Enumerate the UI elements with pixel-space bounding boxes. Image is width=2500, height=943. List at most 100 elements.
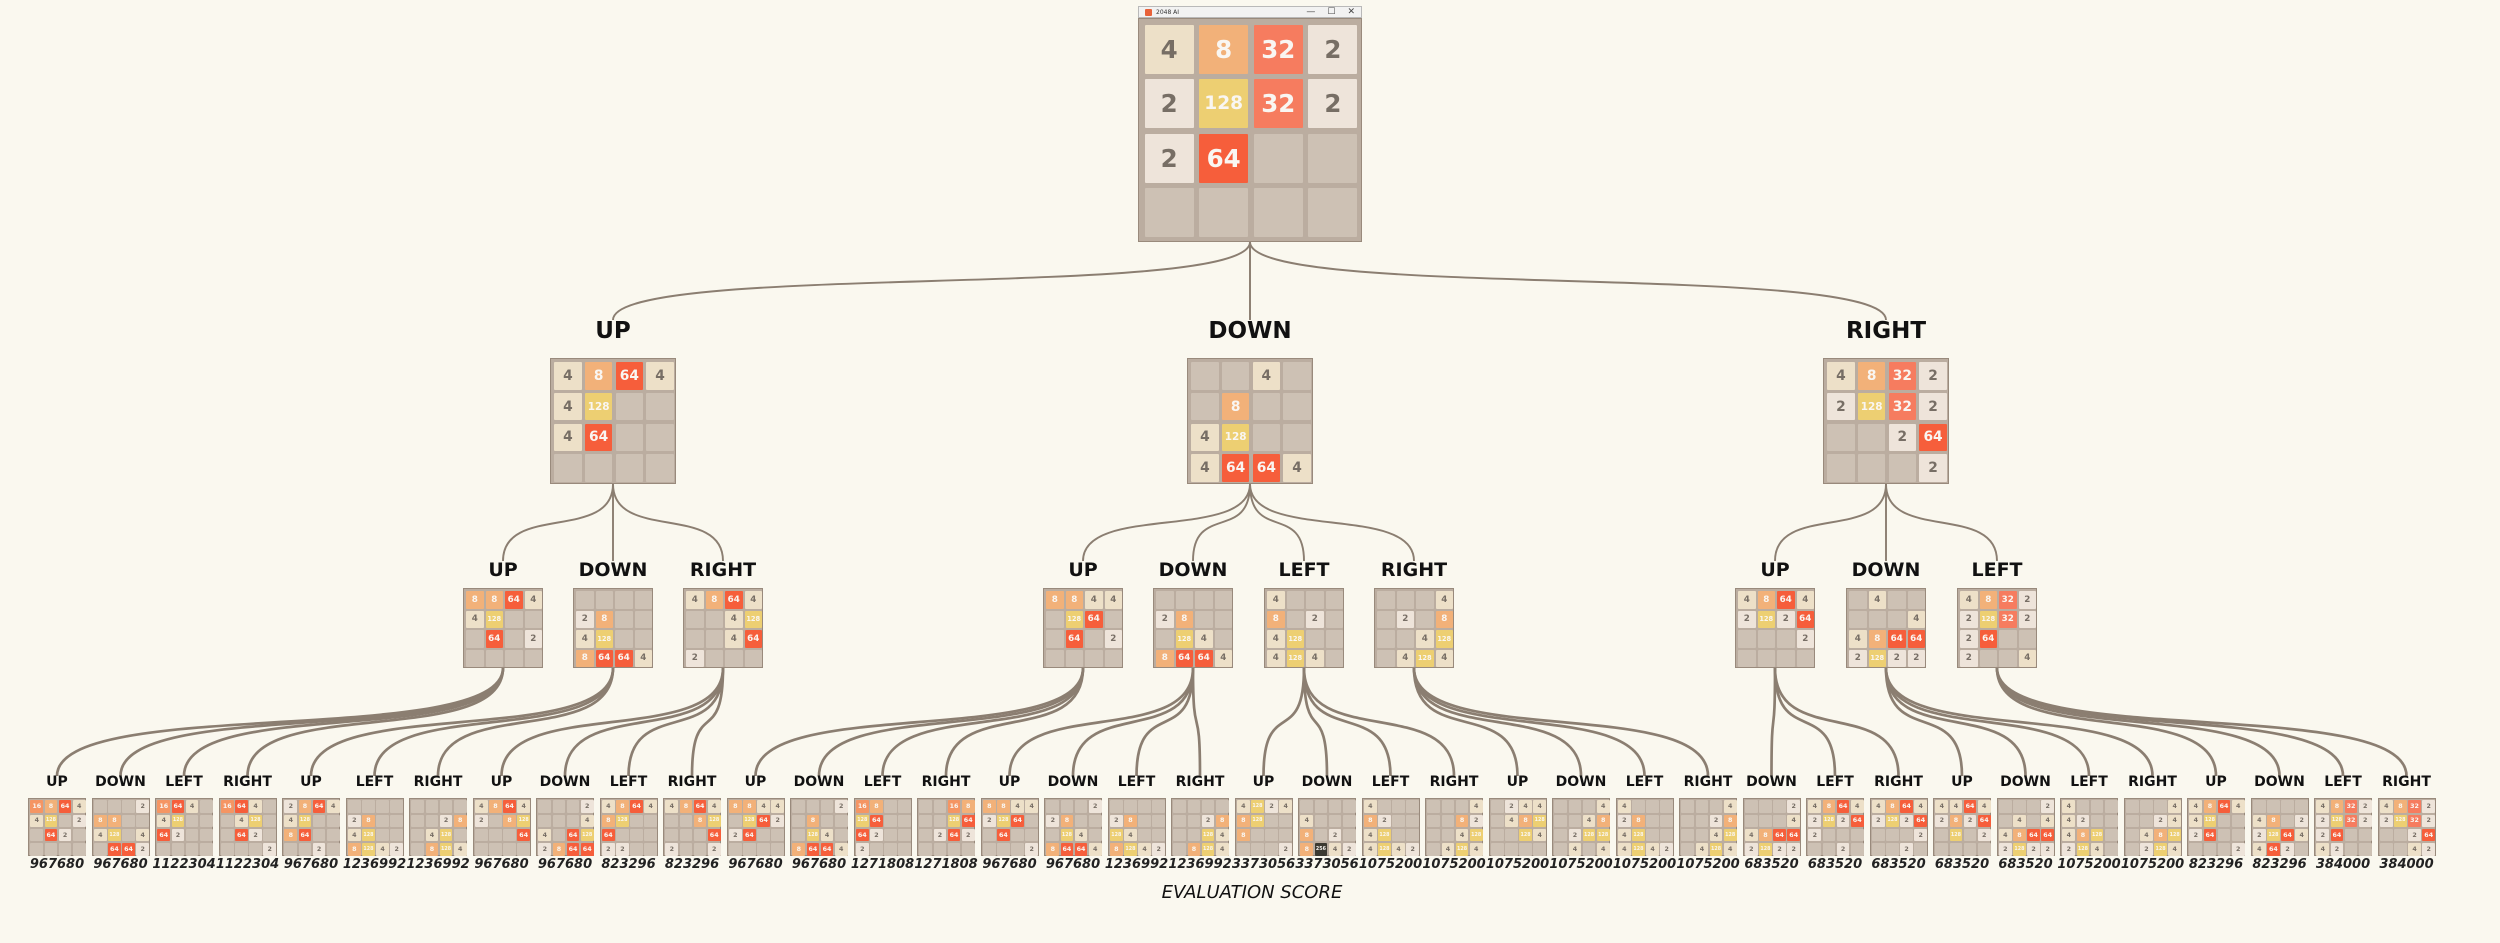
tile-4: 4 [185, 800, 199, 814]
tile-4: 4 [93, 828, 107, 842]
empty-cell [2104, 842, 2118, 856]
tile-32: 32 [2408, 814, 2421, 828]
empty-cell [1416, 591, 1434, 609]
empty-cell [1441, 800, 1455, 814]
tile-64: 64 [312, 800, 326, 814]
move-label-right: RIGHT [1845, 318, 1927, 344]
tile-8: 8 [693, 814, 707, 828]
empty-cell [728, 814, 742, 828]
tile-4: 4 [1907, 610, 1925, 628]
empty-cell [524, 610, 542, 628]
empty-cell [2104, 814, 2118, 828]
empty-cell [1173, 800, 1187, 814]
tile-8: 8 [1065, 591, 1083, 609]
empty-cell [634, 591, 652, 609]
empty-cell [2104, 828, 2118, 842]
tile-4: 4 [524, 591, 542, 609]
tile-4: 4 [1363, 800, 1377, 814]
tile-4: 4 [2231, 800, 2245, 814]
tile-2: 2 [933, 828, 947, 842]
tree-edge [1008, 667, 1195, 777]
empty-cell [1519, 842, 1532, 856]
tile-8: 8 [1822, 800, 1836, 814]
empty-cell [1074, 800, 1088, 814]
empty-cell [263, 814, 277, 828]
move-label-right: RIGHT [1874, 774, 1923, 790]
tile-8: 8 [552, 842, 566, 856]
empty-cell [1265, 842, 1278, 856]
move-label-left: LEFT [355, 774, 394, 790]
tile-2: 2 [771, 814, 785, 828]
empty-cell [2154, 800, 2167, 814]
tile-64: 64 [108, 842, 121, 856]
evaluation-score: 1271808 [850, 857, 915, 872]
empty-cell [1221, 362, 1250, 390]
tile-64: 64 [601, 828, 615, 842]
empty-cell [1195, 591, 1213, 609]
empty-cell [1963, 828, 1977, 842]
tile-4: 4 [1709, 828, 1723, 842]
move-label-right: RIGHT [2128, 774, 2177, 790]
tile-4: 4 [1998, 828, 2012, 842]
tile-4: 4 [136, 828, 150, 842]
empty-cell [312, 828, 326, 842]
minimize-button[interactable]: — [1306, 6, 1316, 17]
tile-64: 64 [997, 828, 1010, 842]
empty-cell [771, 842, 785, 856]
empty-cell [898, 842, 912, 856]
tile-4: 4 [1596, 800, 1610, 814]
tree-edge [55, 667, 505, 777]
empty-cell [705, 610, 723, 628]
empty-cell [1011, 842, 1024, 856]
tile-128: 128 [947, 814, 961, 828]
tile-4: 4 [1435, 649, 1453, 667]
empty-cell [630, 814, 643, 828]
tree-edge [563, 667, 725, 777]
tile-128: 128 [2154, 842, 2167, 856]
evaluation-score: 683520 [1934, 857, 1990, 872]
empty-cell [919, 800, 933, 814]
tile-4: 4 [1396, 649, 1414, 667]
empty-cell [1025, 828, 1039, 842]
empty-cell [679, 842, 693, 856]
evaluation-score: 1075200 [2057, 857, 2121, 872]
tile-4: 4 [1582, 814, 1596, 828]
maximize-button[interactable]: ☐ [1327, 6, 1336, 17]
tile-64: 64 [505, 591, 523, 609]
tree-edge [1412, 667, 1710, 777]
empty-cell [884, 814, 897, 828]
empty-cell [326, 814, 340, 828]
empty-cell [1554, 814, 1568, 828]
evaluation-score: 967680 [982, 857, 1037, 872]
close-button[interactable]: ✕ [1347, 6, 1355, 17]
move-label-up: UP [998, 774, 1021, 790]
tile-4: 4 [1191, 454, 1219, 482]
tile-8: 8 [1300, 842, 1314, 856]
move-label-down: DOWN [578, 559, 648, 581]
tile-128: 128 [1201, 828, 1215, 842]
tile-128: 128 [707, 814, 721, 828]
empty-cell [615, 423, 644, 452]
tree-edge [1135, 667, 1195, 777]
tile-64: 64 [1963, 800, 1977, 814]
tile-2: 2 [1279, 842, 1293, 856]
empty-cell [1173, 814, 1187, 828]
empty-cell [2295, 800, 2309, 814]
tile-128: 128 [1378, 842, 1391, 856]
tile-8: 8 [961, 800, 975, 814]
tile-64: 64 [1836, 800, 1850, 814]
empty-cell [30, 842, 44, 856]
empty-cell [1582, 842, 1596, 856]
empty-cell [93, 800, 107, 814]
tile-4: 4 [1744, 828, 1758, 842]
window-titlebar[interactable]: 2048 AI — ☐ ✕ [1138, 6, 1362, 18]
